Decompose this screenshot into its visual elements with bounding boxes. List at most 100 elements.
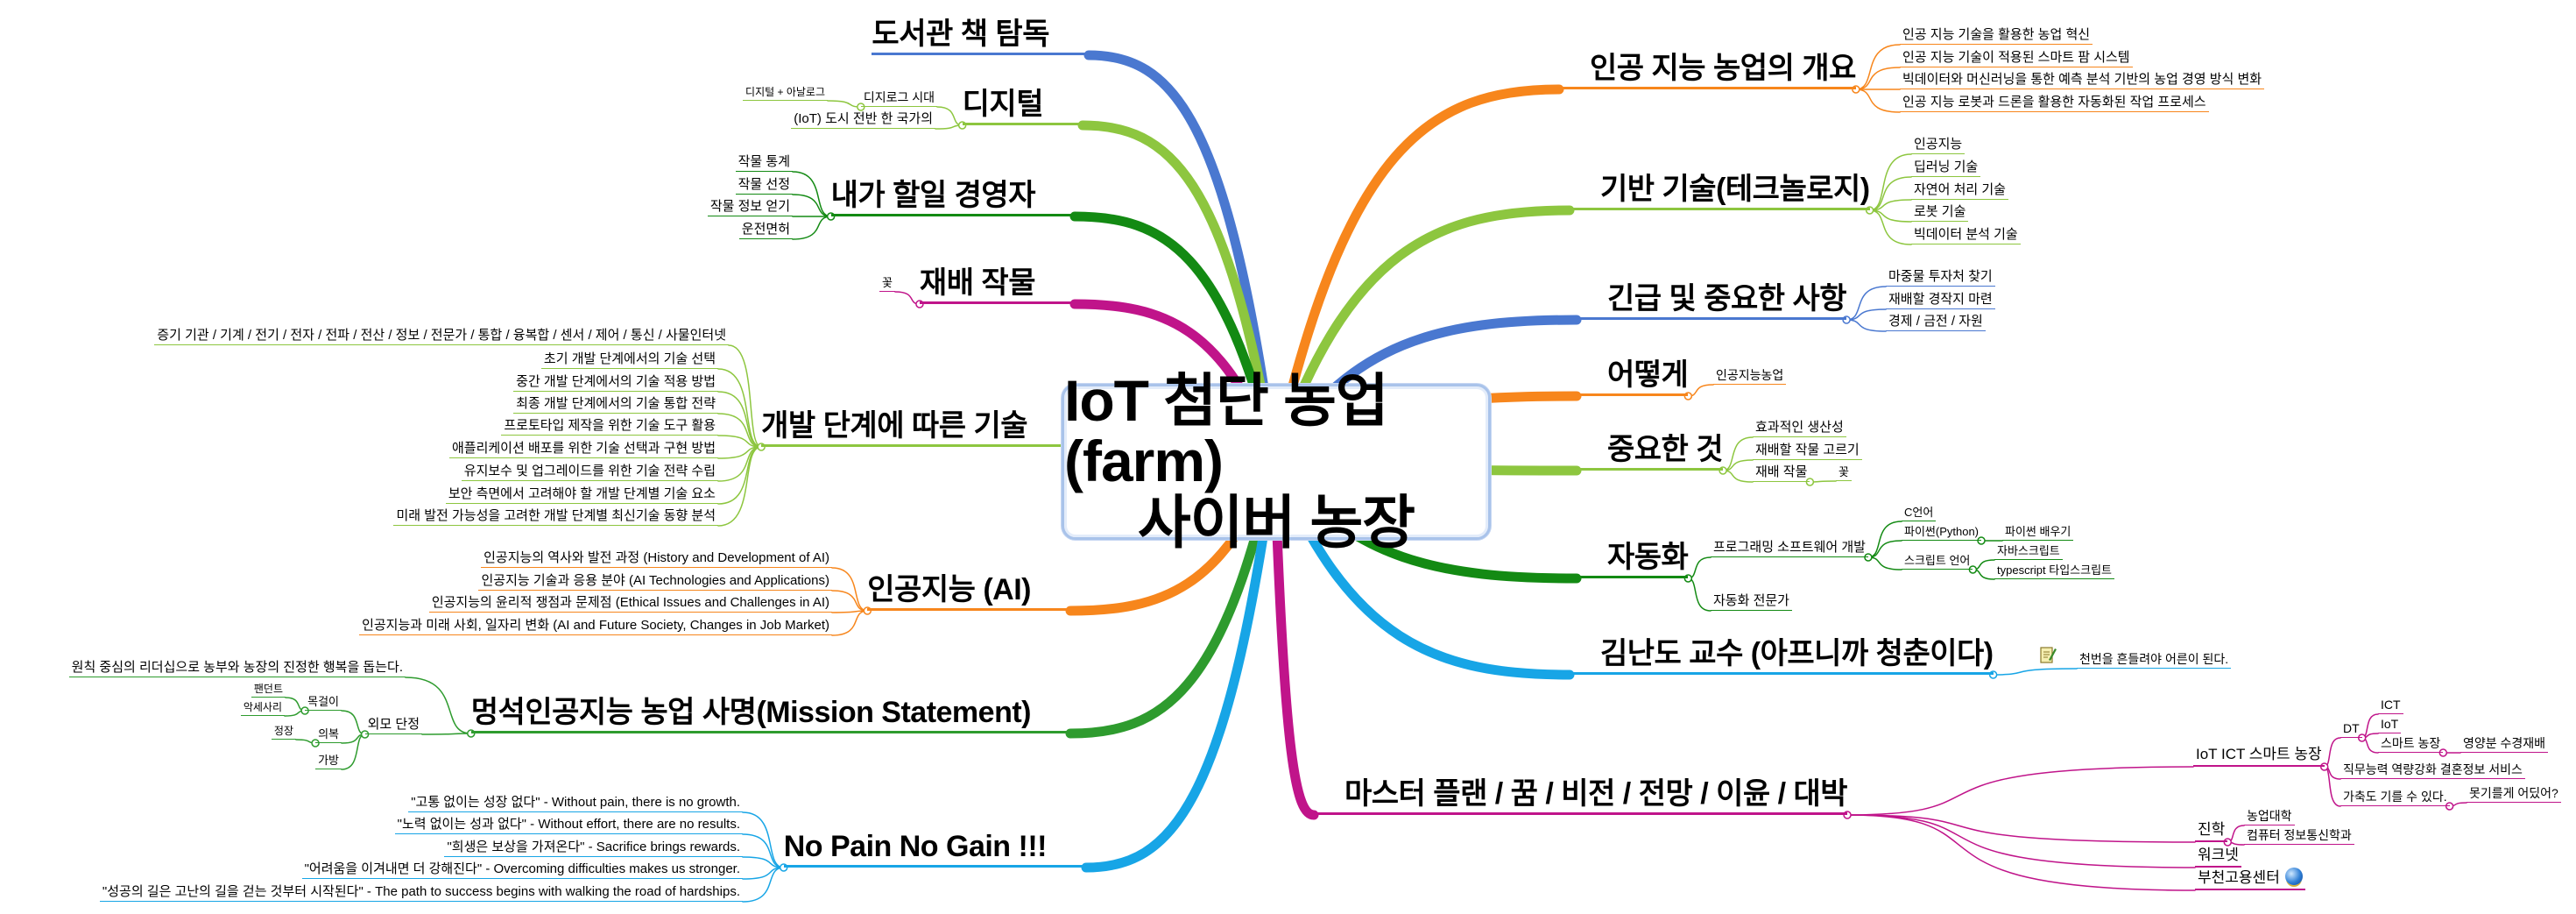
- collapse-toggle-misN[interactable]: [300, 706, 309, 715]
- subtopic-mgr2[interactable]: 작물 정보 얻기: [707, 199, 793, 216]
- subtopic-bs1[interactable]: 딥러닝 기술: [1911, 159, 1981, 177]
- subtopic-ur2[interactable]: 경제 / 금전 / 자원: [1886, 314, 1986, 331]
- subtopic-digA[interactable]: 디지털 + 아날로그: [743, 86, 828, 101]
- subtopic-auS[interactable]: 스크립트 언어: [1902, 554, 1973, 570]
- subtopic-np0[interactable]: "고통 없이는 성장 없다" - Without pain, there is …: [408, 795, 743, 812]
- subtopic-msD3[interactable]: 스마트 농장: [2378, 736, 2444, 753]
- subtopic-msD[interactable]: DT: [2340, 721, 2362, 738]
- collapse-toggle-dig0[interactable]: [857, 103, 865, 111]
- main-topic-dev[interactable]: 개발 단계에 따른 기술: [761, 409, 1067, 447]
- subtopic-km0[interactable]: 천번을 흔들려야 어른이 된다.: [2077, 652, 2232, 669]
- subtopic-hw0[interactable]: 인공지능농업: [1713, 368, 1787, 385]
- collapse-toggle-msI[interactable]: [2319, 762, 2329, 771]
- subtopic-imF[interactable]: 꽃: [1836, 465, 1852, 481]
- subtopic-misC[interactable]: 의복: [315, 727, 342, 743]
- subtopic-ov2[interactable]: 빅데이터와 머신러닝을 통한 예측 분석 기반의 농업 경영 방식 변화: [1900, 72, 2265, 89]
- subtopic-msJ[interactable]: 직무능력 역량강화 결혼정보 서비스: [2340, 762, 2525, 779]
- subtopic-auT[interactable]: typescript 타입스크립트: [1994, 563, 2115, 579]
- subtopic-auJ[interactable]: 자바스크립트: [1994, 544, 2063, 560]
- subtopic-auY[interactable]: 파이썬(Python): [1902, 525, 1982, 541]
- subtopic-np2[interactable]: "희생은 보상을 가져온다" - Sacrifice brings reward…: [444, 840, 743, 857]
- subtopic-dig1[interactable]: (IoT) 도시 전반 한 국가의: [791, 111, 935, 129]
- collapse-toggle-msS[interactable]: [2223, 838, 2233, 847]
- main-topic-ai[interactable]: 인공지능 (AI): [867, 573, 1070, 611]
- subtopic-im1[interactable]: 재배할 작물 고르기: [1753, 443, 1862, 460]
- subtopic-misA[interactable]: 외모 단정: [364, 717, 422, 734]
- subtopic-misT[interactable]: 정장: [271, 725, 296, 740]
- subtopic-np4[interactable]: "성공의 길은 고난의 길을 걷는 것부터 시작된다" - The path t…: [99, 884, 743, 902]
- subtopic-ov3[interactable]: 인공 지능 로봇과 드론을 활용한 자동화된 작업 프로세스: [1900, 95, 2209, 112]
- subtopic-bs3[interactable]: 로봇 기술: [1911, 204, 1969, 222]
- collapse-toggle-im2[interactable]: [1805, 478, 1815, 486]
- main-topic-ur[interactable]: 긴급 및 중요한 사항: [1577, 282, 1847, 320]
- collapse-toggle-auY[interactable]: [1977, 536, 1986, 545]
- main-topic-np[interactable]: No Pain No Gain !!!: [783, 830, 1086, 868]
- subtopic-bs4[interactable]: 빅데이터 분석 기술: [1911, 227, 2021, 244]
- collapse-toggle-msL[interactable]: [2445, 802, 2454, 811]
- main-topic-lib[interactable]: 도서관 책 탐독: [872, 18, 1089, 55]
- collapse-toggle-msD[interactable]: [2357, 733, 2367, 742]
- subtopic-auP[interactable]: 프로그래밍 소프트웨어 개발: [1711, 540, 1868, 557]
- subtopic-msH[interactable]: 영양분 수경재배: [2460, 736, 2549, 753]
- subtopic-msS1[interactable]: 농업대학: [2244, 809, 2295, 825]
- subtopic-ai1[interactable]: 인공지능 기술과 응용 분야 (AI Technologies and Appl…: [478, 573, 832, 591]
- subtopic-bs0[interactable]: 인공지능: [1911, 137, 1966, 154]
- subtopic-dev1[interactable]: 초기 개발 단계에서의 기술 선택: [540, 351, 718, 369]
- subtopic-dev7[interactable]: 보안 측면에서 고려해야 할 개발 단계별 기술 요소: [445, 486, 718, 504]
- main-topic-im[interactable]: 중요한 것: [1577, 433, 1724, 471]
- main-topic-crp[interactable]: 재배 작물: [919, 266, 1075, 304]
- subtopic-dev3[interactable]: 최종 개발 단계에서의 기술 통합 전략: [513, 396, 718, 414]
- subtopic-misS[interactable]: 원칙 중심의 리더십으로 농부와 농장의 진정한 행복을 돕는다.: [68, 660, 406, 677]
- subtopic-dev8[interactable]: 미래 발전 가능성을 고려한 개발 단계별 최신기술 동향 분석: [393, 508, 718, 526]
- central-topic[interactable]: IoT 첨단 농업(farm) 사이버 농장: [1062, 371, 1491, 552]
- main-topic-hw[interactable]: 어떻게: [1577, 358, 1689, 396]
- subtopic-misX[interactable]: 악세사리: [240, 701, 285, 716]
- subtopic-ur1[interactable]: 재배할 경작지 마련: [1886, 292, 1995, 309]
- subtopic-np1[interactable]: "노력 없이는 성과 없다" - Without effort, there a…: [394, 817, 743, 834]
- subtopic-ur0[interactable]: 마중물 투자처 찾기: [1886, 269, 1995, 287]
- subtopic-msI[interactable]: IoT ICT 스마트 농장: [2193, 746, 2325, 767]
- subtopic-im2[interactable]: 재배 작물: [1753, 464, 1810, 482]
- subtopic-msK[interactable]: 못기를게 어딨어?: [2467, 786, 2561, 803]
- subtopic-ai2[interactable]: 인공지능의 윤리적 쟁점과 문제점 (Ethical Issues and Ch…: [428, 595, 832, 613]
- subtopic-ov1[interactable]: 인공 지능 기술이 적용된 스마트 팜 시스템: [1900, 50, 2133, 67]
- subtopic-dev2[interactable]: 중간 개발 단계에서의 기술 적용 방법: [513, 374, 718, 392]
- main-topic-au[interactable]: 자동화: [1577, 541, 1689, 578]
- subtopic-dev0[interactable]: 증기 기관 / 기계 / 전기 / 전자 / 전파 / 전산 / 정보 / 전문…: [154, 328, 729, 345]
- subtopic-mgr1[interactable]: 작물 선정: [735, 177, 793, 195]
- main-topic-dig[interactable]: 디지털: [962, 88, 1083, 125]
- subtopic-misP[interactable]: 팬던트: [251, 683, 286, 698]
- subtopic-auE[interactable]: 자동화 전문가: [1711, 593, 1792, 611]
- subtopic-dev5[interactable]: 애플리케이션 배포를 위한 기술 선택과 구현 방법: [448, 441, 718, 458]
- subtopic-msB[interactable]: 부천고용센터: [2195, 868, 2305, 890]
- collapse-toggle-msD3[interactable]: [2438, 748, 2448, 757]
- main-topic-km[interactable]: 김난도 교수 (아프니까 청춘이다): [1570, 637, 1994, 675]
- subtopic-bs2[interactable]: 자연어 처리 기술: [1911, 182, 2008, 200]
- subtopic-msW[interactable]: 워크넷: [2195, 847, 2241, 868]
- subtopic-ai0[interactable]: 인공지능의 역사와 발전 과정 (History and Development…: [481, 550, 832, 568]
- main-topic-mgr[interactable]: 내가 할일 경영자: [830, 179, 1075, 216]
- main-topic-ov[interactable]: 인공 지능 농업의 개요: [1559, 52, 1856, 89]
- main-topic-bs[interactable]: 기반 기술(테크놀로지): [1570, 173, 1870, 210]
- collapse-toggle-misA[interactable]: [360, 730, 370, 739]
- subtopic-auL[interactable]: 파이썬 배우기: [2002, 525, 2074, 541]
- subtopic-ov0[interactable]: 인공 지능 기술을 활용한 농업 혁신: [1900, 27, 2093, 45]
- subtopic-misB[interactable]: 가방: [315, 754, 342, 769]
- subtopic-mgr3[interactable]: 운전면허: [738, 222, 793, 239]
- subtopic-auC[interactable]: C언어: [1902, 506, 1937, 521]
- collapse-toggle-auP[interactable]: [1864, 553, 1873, 562]
- subtopic-msD1[interactable]: ICT: [2378, 698, 2403, 714]
- subtopic-msS2[interactable]: 컴퓨터 정보통신학과: [2244, 828, 2354, 845]
- subtopic-ai3[interactable]: 인공지능과 미래 사회, 일자리 변화 (AI and Future Socie…: [359, 618, 832, 635]
- subtopic-misN[interactable]: 목걸이: [305, 695, 342, 711]
- main-topic-mis[interactable]: 멍석인공지능 농업 사명(Mission Statement): [470, 696, 1070, 733]
- subtopic-im0[interactable]: 효과적인 생산성: [1753, 420, 1846, 437]
- subtopic-dig0[interactable]: 디지로그 시대: [860, 90, 937, 107]
- subtopic-mgr0[interactable]: 작물 통계: [735, 154, 793, 172]
- subtopic-msS[interactable]: 진학: [2195, 821, 2228, 842]
- subtopic-msD2[interactable]: IoT: [2378, 717, 2402, 733]
- subtopic-dev4[interactable]: 프로토타입 제작을 위한 기술 도구 활용: [501, 418, 718, 436]
- main-topic-ms[interactable]: 마스터 플랜 / 꿈 / 비전 / 전망 / 이윤 / 대박: [1314, 777, 1848, 815]
- subtopic-dev6[interactable]: 유지보수 및 업그레이드를 위한 기술 전략 수립: [461, 464, 718, 481]
- subtopic-msL[interactable]: 가축도 기를 수 있다.: [2340, 790, 2450, 806]
